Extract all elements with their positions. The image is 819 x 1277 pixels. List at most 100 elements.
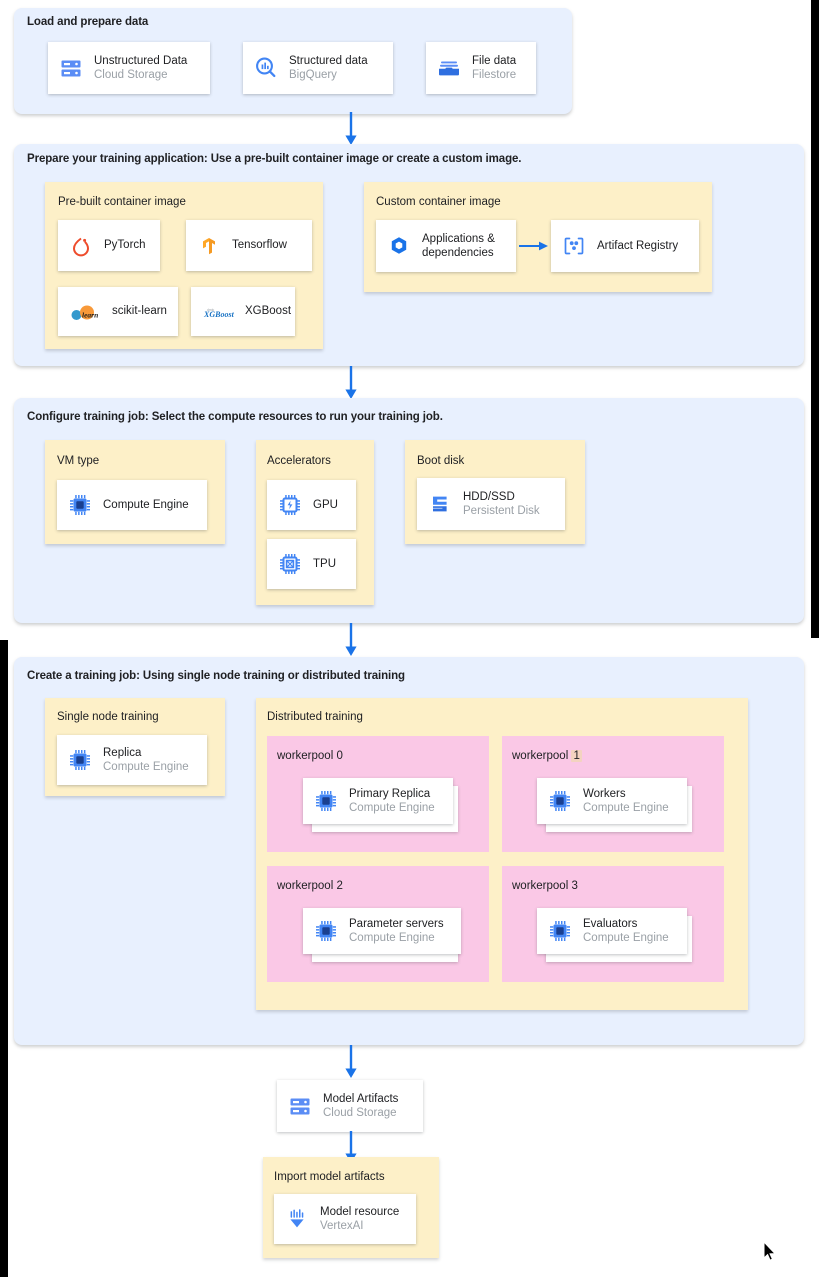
card-subtitle: Cloud Storage <box>323 1107 397 1119</box>
card-subtitle: VertexAI <box>320 1220 364 1232</box>
workerpool-label-prefix: workerpool <box>277 750 334 762</box>
card-title: Tensorflow <box>232 239 287 252</box>
stage-title-configure-training-job: Configure training job: Select the compu… <box>27 411 443 423</box>
workerpool-3-label: workerpool 3 <box>512 880 578 892</box>
group-title-boot-disk: Boot disk <box>417 455 465 467</box>
svg-text:dmlc: dmlc <box>207 308 214 312</box>
group-title-vm-type: VM type <box>57 455 100 467</box>
card-primary-replica[interactable]: Primary Replica Compute Engine <box>303 778 453 824</box>
cloud-storage-icon <box>287 1093 313 1119</box>
mouse-cursor <box>763 1241 777 1261</box>
scikit-learn-icon: learn <box>68 299 102 325</box>
card-parameter-servers[interactable]: Parameter servers Compute Engine <box>303 908 461 954</box>
card-title: Artifact Registry <box>597 239 679 252</box>
stage-title-create-training-job: Create a training job: Using single node… <box>27 670 405 682</box>
pytorch-icon <box>68 233 94 259</box>
card-file-data[interactable]: File data Filestore <box>426 42 536 94</box>
group-title-import-model-artifacts: Import model artifacts <box>274 1171 385 1183</box>
tensorflow-icon <box>196 233 222 259</box>
workerpool-label-prefix: workerpool <box>512 750 569 762</box>
compute-engine-icon <box>67 747 93 773</box>
container-icon <box>386 233 412 259</box>
workerpool-label-index: 1 <box>571 750 582 762</box>
card-artifact-registry[interactable]: Artifact Registry <box>551 220 699 272</box>
workerpool-label-index: 0 <box>336 750 343 762</box>
compute-engine-icon <box>547 788 573 814</box>
card-title: PyTorch <box>104 239 146 252</box>
card-xgboost[interactable]: dmlc XGBoost XGBoost <box>191 287 295 336</box>
workerpool-label-index: 2 <box>336 880 343 892</box>
gpu-icon <box>277 492 303 518</box>
card-title: Compute Engine <box>103 498 189 511</box>
card-subtitle: BigQuery <box>289 69 337 81</box>
card-tpu[interactable]: TPU <box>267 539 356 589</box>
svg-text:learn: learn <box>82 310 98 319</box>
card-title: Evaluators <box>583 917 638 930</box>
card-boot-disk[interactable]: HDD/SSD Persistent Disk <box>417 478 565 530</box>
card-title: File data <box>472 54 517 67</box>
arrow-stage1-to-stage2 <box>345 112 357 145</box>
card-model-artifacts[interactable]: Model Artifacts Cloud Storage <box>277 1080 423 1132</box>
card-title: Structured data <box>289 54 368 67</box>
card-vm-compute-engine[interactable]: Compute Engine <box>57 480 207 530</box>
card-title: GPU <box>313 498 338 511</box>
compute-engine-icon <box>547 918 573 944</box>
card-title: Model resource <box>320 1205 400 1218</box>
card-title: TPU <box>313 557 336 570</box>
card-evaluators[interactable]: Evaluators Compute Engine <box>537 908 687 954</box>
vertex-ai-icon <box>284 1206 310 1232</box>
card-subtitle: Compute Engine <box>583 932 669 944</box>
group-title-single-node-training: Single node training <box>57 711 159 723</box>
card-gpu[interactable]: GPU <box>267 480 356 530</box>
compute-engine-icon <box>67 492 93 518</box>
arrow-stage4-to-model-artifacts <box>345 1045 357 1078</box>
card-subtitle: Compute Engine <box>103 761 189 773</box>
group-title-accelerators: Accelerators <box>267 455 331 467</box>
card-title: Workers <box>583 787 626 800</box>
card-structured-data[interactable]: Structured data BigQuery <box>243 42 393 94</box>
card-title: Parameter servers <box>349 917 444 930</box>
card-title: scikit-learn <box>112 305 167 318</box>
card-pytorch[interactable]: PyTorch <box>58 220 160 271</box>
workerpool-0-label: workerpool 0 <box>277 750 343 762</box>
left-edge-bar <box>0 640 8 1277</box>
tpu-icon <box>277 551 303 577</box>
card-workers[interactable]: Workers Compute Engine <box>537 778 687 824</box>
card-unstructured-data[interactable]: Unstructured Data Cloud Storage <box>48 42 210 94</box>
filestore-icon <box>436 55 462 81</box>
group-title-pre-built-container-image: Pre-built container image <box>58 196 186 208</box>
group-title-distributed-training: Distributed training <box>267 711 363 723</box>
card-applications-dependencies[interactable]: Applications & dependencies <box>376 220 516 272</box>
card-subtitle: Compute Engine <box>349 802 435 814</box>
workerpool-label-index: 3 <box>571 880 578 892</box>
card-subtitle: Filestore <box>472 69 517 81</box>
card-scikit-learn[interactable]: learn scikit-learn <box>58 287 178 336</box>
card-title: Primary Replica <box>349 787 431 800</box>
card-subtitle: Compute Engine <box>583 802 669 814</box>
card-replica[interactable]: Replica Compute Engine <box>57 735 207 785</box>
arrow-stage3-to-stage4 <box>345 623 357 656</box>
card-title: HDD/SSD <box>463 490 515 503</box>
stage-title-prepare-training-application: Prepare your training application: Use a… <box>27 153 522 165</box>
compute-engine-icon <box>313 918 339 944</box>
card-subtitle: Cloud Storage <box>94 69 168 81</box>
compute-engine-icon <box>313 788 339 814</box>
card-tensorflow[interactable]: Tensorflow <box>186 220 312 271</box>
cloud-storage-icon <box>58 55 84 81</box>
bigquery-icon <box>253 55 279 81</box>
card-subtitle: Persistent Disk <box>463 505 540 517</box>
arrow-stage2-to-stage3 <box>345 366 357 399</box>
svg-text:XGBoost: XGBoost <box>203 310 235 319</box>
card-title: Model Artifacts <box>323 1092 399 1105</box>
persistent-disk-icon <box>427 491 453 517</box>
card-subtitle: Compute Engine <box>349 932 435 944</box>
artifact-registry-icon <box>561 233 587 259</box>
workerpool-label-prefix: workerpool <box>277 880 334 892</box>
xgboost-icon: dmlc XGBoost <box>201 299 235 325</box>
workerpool-label-prefix: workerpool <box>512 880 569 892</box>
card-model-resource[interactable]: Model resource VertexAI <box>274 1194 416 1244</box>
stage-title-load-prepare-data: Load and prepare data <box>27 16 149 28</box>
workerpool-2-label: workerpool 2 <box>277 880 343 892</box>
right-edge-bar <box>811 0 819 638</box>
